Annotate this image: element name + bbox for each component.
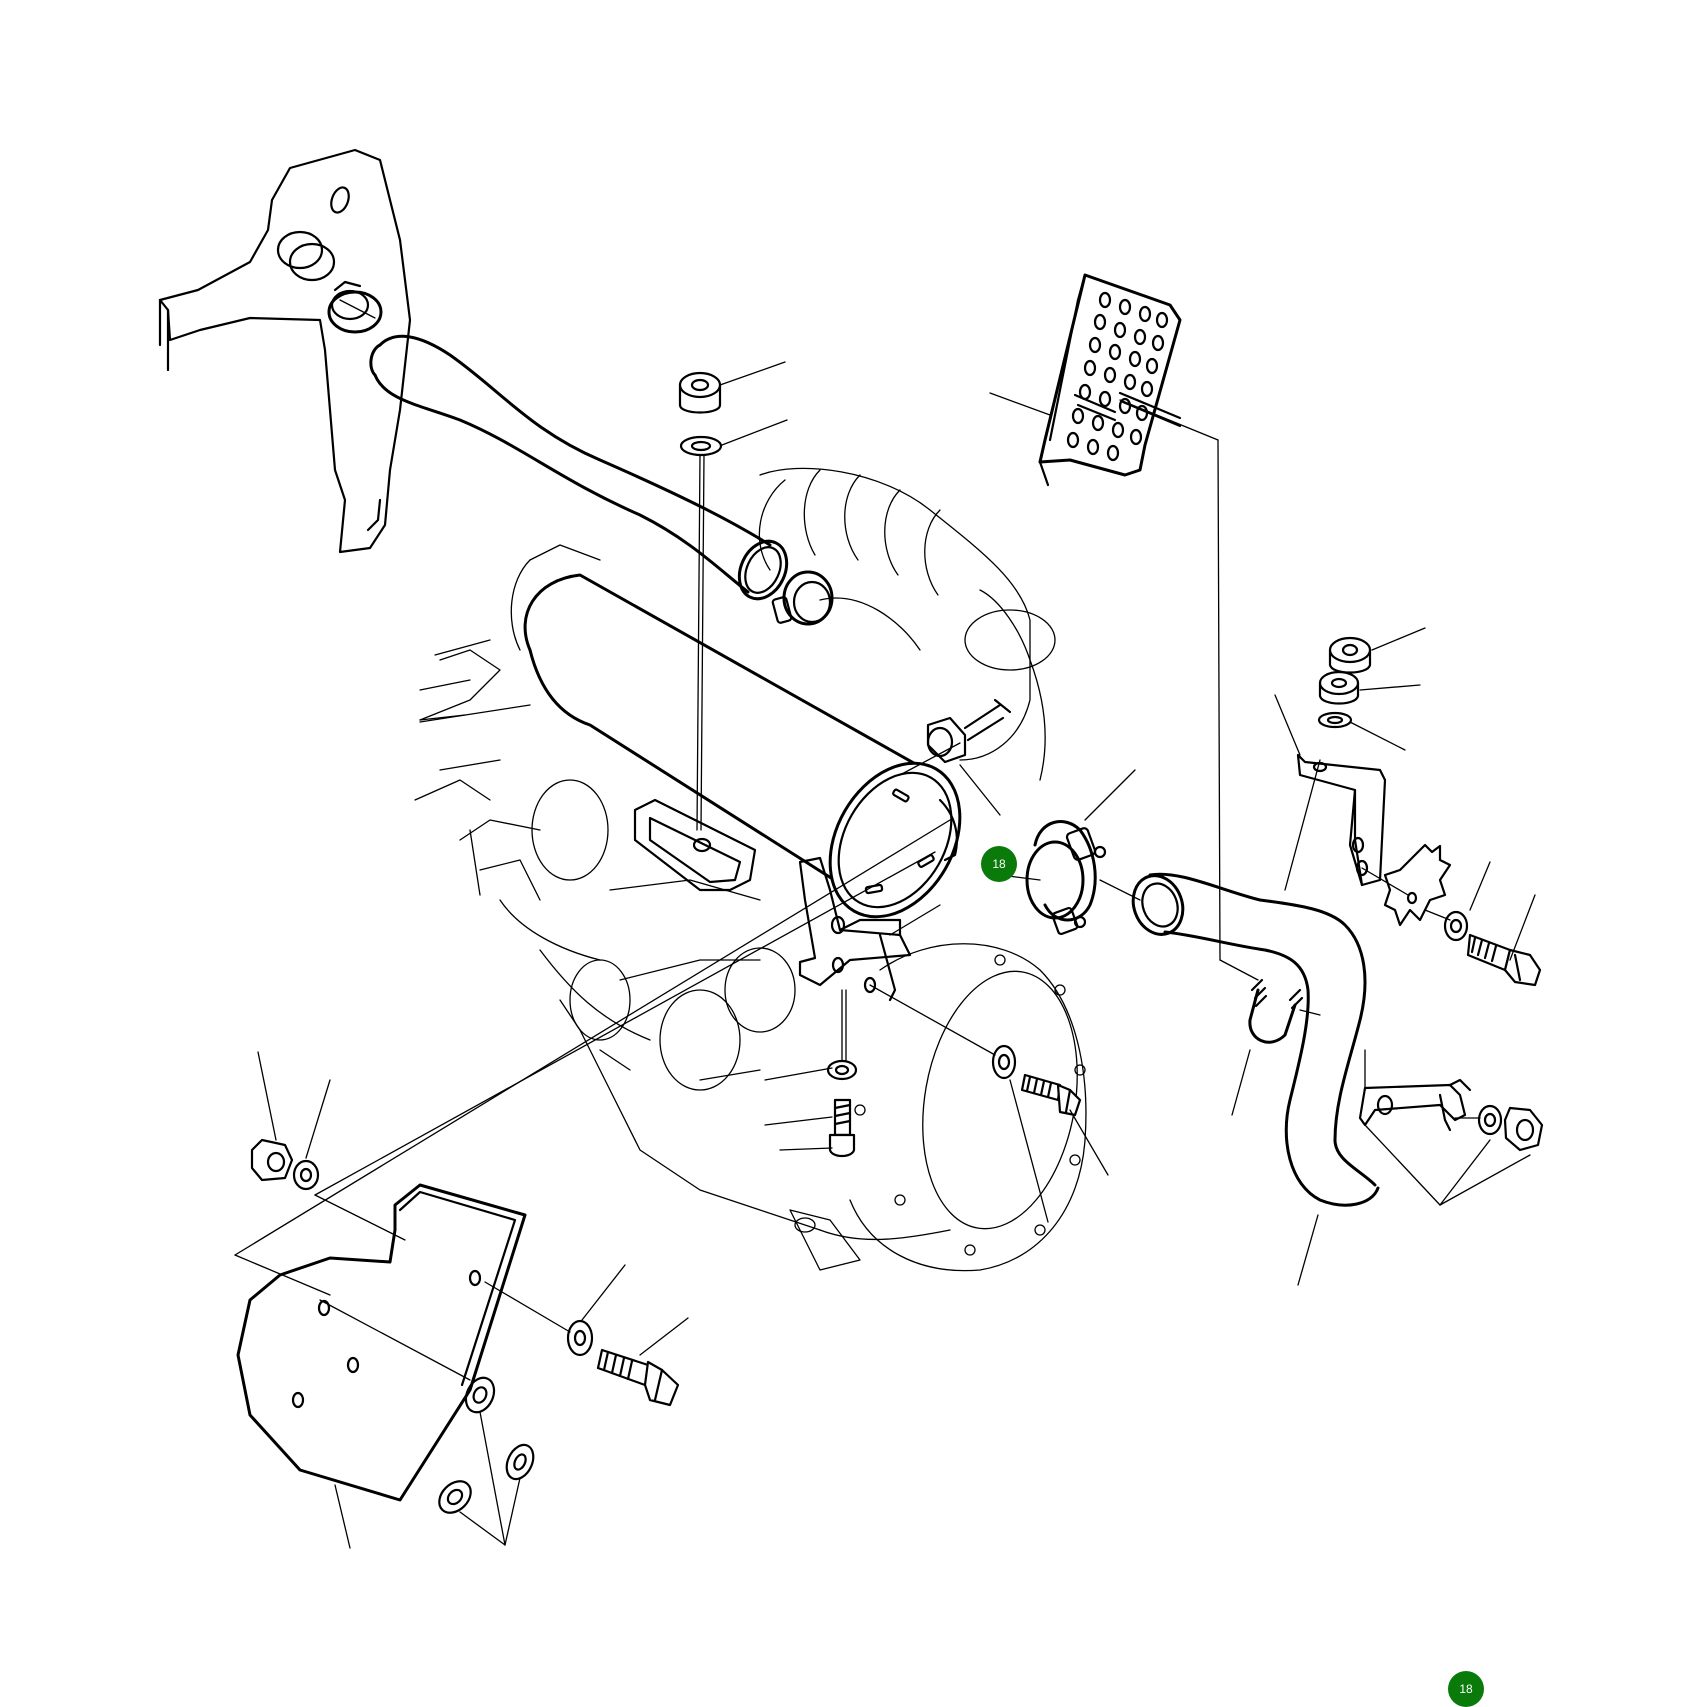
engine-block-outline xyxy=(414,467,1056,1241)
flywheel-bolt-washer xyxy=(991,1044,1082,1117)
tail-pipe xyxy=(369,334,789,601)
lower-left-nut-washer xyxy=(250,1138,320,1191)
leader-lines xyxy=(257,361,1536,1549)
u-bolt xyxy=(1248,978,1304,1044)
perforated-heat-shield xyxy=(1038,273,1182,487)
lower-plate-bolt-washer xyxy=(566,1319,680,1407)
inlet-pipe xyxy=(1131,872,1380,1207)
firewall-bracket xyxy=(158,148,412,554)
alignment-lines xyxy=(234,299,1481,1381)
bracket-bolt-washer xyxy=(826,989,858,1158)
lower-plate-washers xyxy=(438,1376,535,1514)
muffler xyxy=(523,573,962,919)
star-washer-bolt-right xyxy=(1383,843,1542,987)
part-callout-18-legend[interactable]: 18 xyxy=(1448,1671,1484,1707)
bracket-outlet-stub xyxy=(276,230,383,334)
muffler-mounting-pad xyxy=(633,798,757,892)
muffler-support-bracket xyxy=(798,856,912,1002)
engine-fan-outline xyxy=(419,639,501,896)
flange-clamp xyxy=(1025,820,1107,936)
center-stud-line xyxy=(696,454,705,831)
part-callout-18[interactable]: 18 xyxy=(981,846,1017,882)
muffler-sensor-plug xyxy=(926,698,1012,764)
right-mounting-bracket xyxy=(1296,636,1387,887)
lower-right-clamp-strap xyxy=(1358,1078,1544,1152)
center-nut-washer xyxy=(678,371,723,457)
lower-heat-shield-plate xyxy=(236,1183,527,1502)
